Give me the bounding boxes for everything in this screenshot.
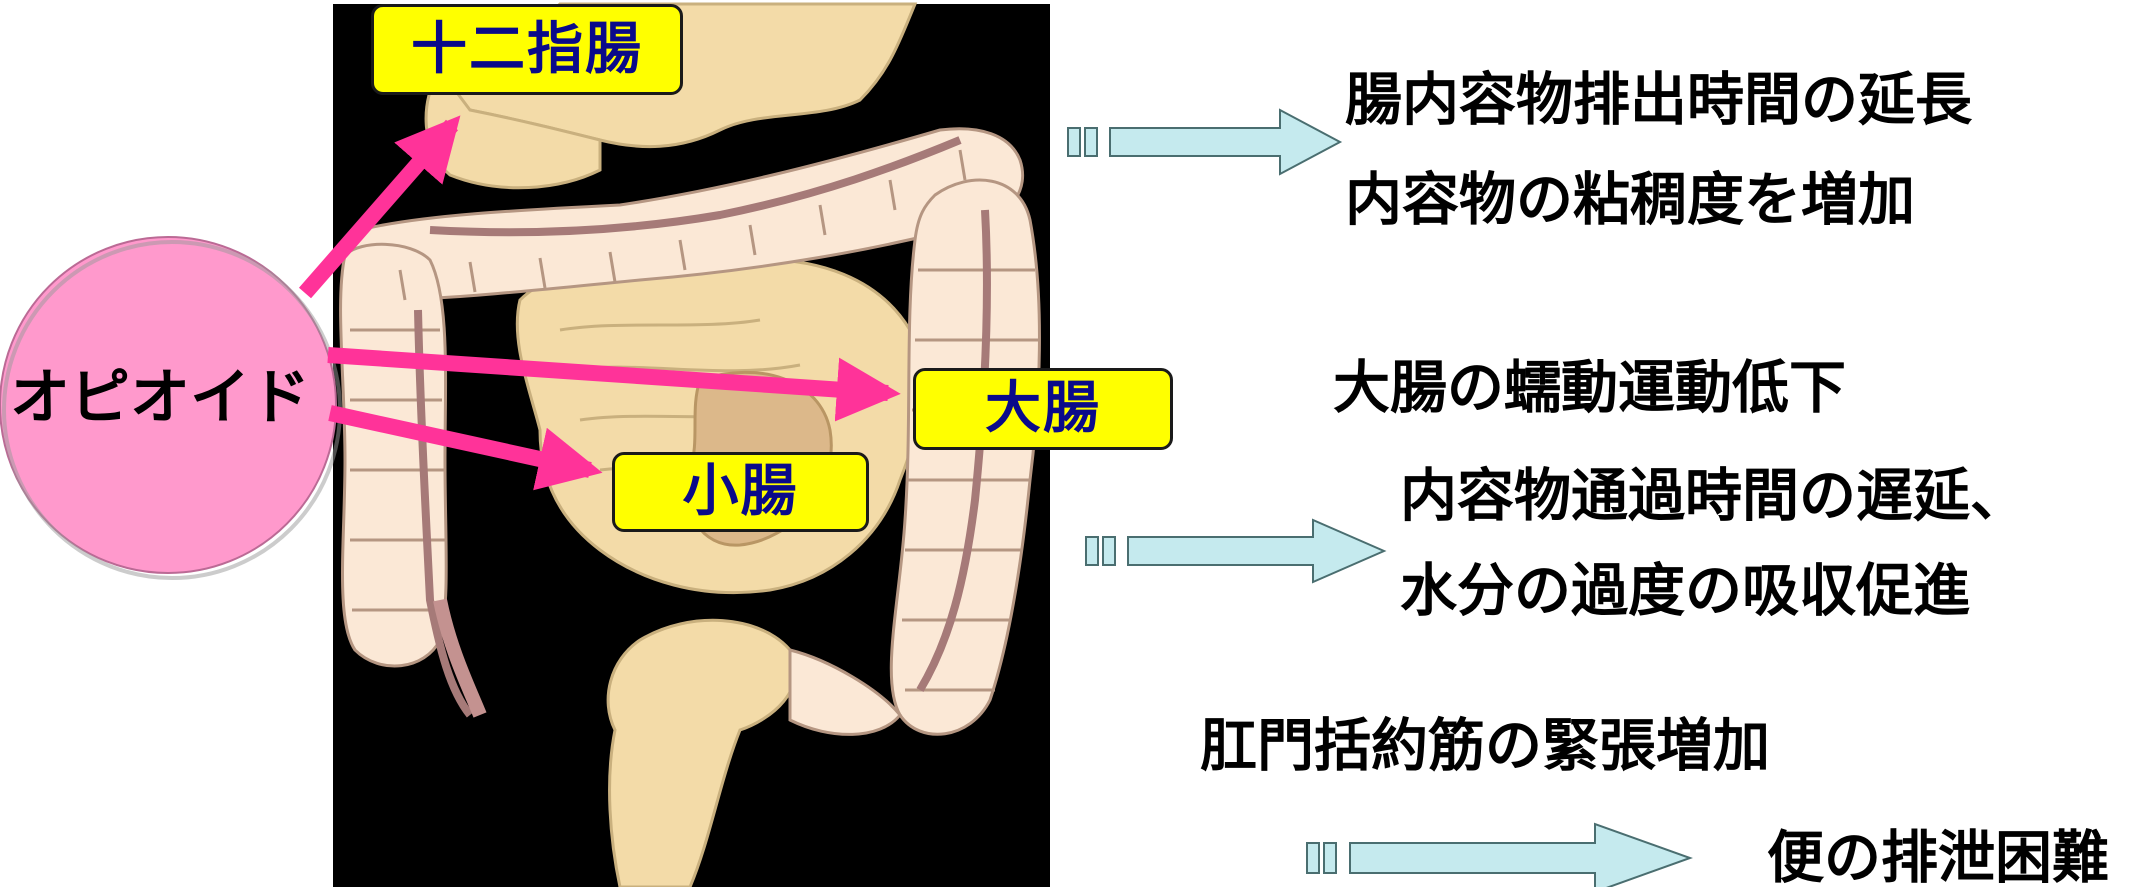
effect-large-header: 大腸の蠕動運動低下 <box>1333 360 1846 417</box>
effect-sphincter: 肛門括約筋の緊張増加 <box>1200 718 1770 775</box>
effect-result: 便の排泄困難 <box>1767 830 2109 887</box>
effect-arrow-sphincter <box>1307 824 1690 887</box>
effect-duodenum-line2: 内容物の粘稠度を増加 <box>1345 172 1915 229</box>
effect-duodenum-line1: 腸内容物排出時間の延長 <box>1345 72 1972 129</box>
label-small-intestine: 小腸 <box>612 452 869 532</box>
opioid-label: オピオイド <box>0 368 320 428</box>
label-large-intestine: 大腸 <box>913 368 1173 450</box>
effect-arrow-large-intestine <box>1086 520 1384 582</box>
label-duodenum: 十二指腸 <box>371 4 683 95</box>
effect-large-line2: 水分の過度の吸収促進 <box>1400 563 1970 620</box>
effect-large-line1: 内容物通過時間の遅延、 <box>1400 468 2027 525</box>
effect-arrow-duodenum <box>1068 110 1340 174</box>
